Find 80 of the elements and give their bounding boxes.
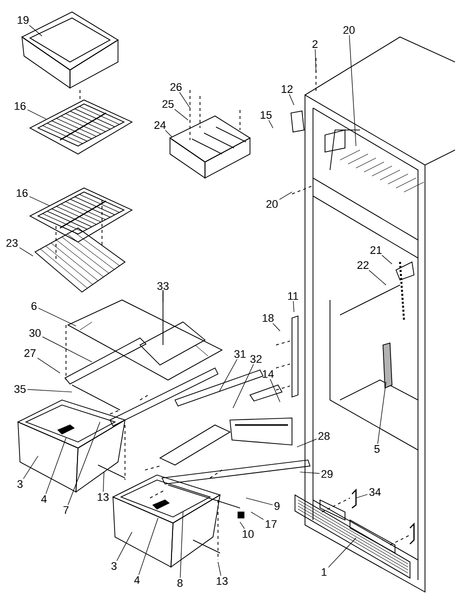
callout-number: 35 [14, 385, 26, 393]
callout-number: 8 [177, 579, 183, 587]
callout-number: 11 [288, 292, 298, 300]
leader-line [68, 422, 100, 506]
callout-number: 24 [154, 121, 166, 129]
leader-line [246, 498, 273, 506]
callout-number: 15 [260, 111, 272, 119]
callout-number: 4 [134, 576, 140, 584]
callout-number: 9 [274, 502, 280, 510]
leader-line [377, 382, 386, 444]
callout-number: 13 [98, 493, 109, 501]
callout-number: 16 [14, 102, 26, 110]
leader-line [138, 518, 158, 576]
leader-line [174, 108, 188, 120]
leader-line [218, 358, 238, 392]
leader-line [102, 472, 104, 492]
leader-line [116, 532, 132, 562]
callout-number: 32 [250, 355, 262, 363]
leader-line [368, 270, 386, 286]
leader-line [164, 130, 172, 138]
leader-line [349, 34, 356, 146]
callout-number: 22 [357, 261, 369, 269]
callout-number: 31 [234, 350, 246, 358]
callout-number: 21 [370, 246, 382, 254]
leader-line [270, 378, 280, 402]
leader-line [250, 512, 264, 520]
callout-number: 33 [157, 282, 169, 290]
callout-number: 3 [17, 480, 23, 488]
callout-number: 10 [242, 530, 254, 538]
leader-line [300, 472, 320, 474]
leader-line [288, 94, 294, 106]
callout-number: 4 [41, 495, 47, 503]
callout-number: 20 [343, 26, 355, 34]
leader-line [268, 120, 274, 128]
leader-line [27, 109, 46, 120]
leader-line [314, 48, 316, 72]
leader-line [232, 364, 254, 408]
callout-number: 28 [318, 432, 330, 440]
callout-number: 29 [321, 470, 333, 478]
leader-line [27, 389, 72, 392]
callout-number: 34 [369, 488, 381, 496]
leader-line [356, 494, 368, 498]
callout-number: 19 [18, 16, 29, 24]
callout-number: 12 [282, 85, 293, 93]
callout-number: 20 [266, 200, 278, 208]
leader-line [162, 290, 164, 302]
leader-line [293, 300, 294, 312]
leader-line [38, 308, 76, 326]
callout-number: 25 [162, 100, 174, 108]
callout-number: 1 [322, 568, 326, 576]
leader-line [272, 322, 280, 332]
callout-number: 14 [262, 370, 274, 378]
callout-number: 13 [216, 577, 228, 585]
leader-line [28, 24, 42, 36]
leader-line [46, 438, 66, 494]
callout-number: 23 [6, 239, 18, 247]
leader-line [218, 562, 222, 576]
leader-line [42, 336, 92, 362]
leader-line [240, 522, 245, 530]
leader-line [23, 456, 38, 480]
callout-number: 5 [374, 445, 380, 453]
callout-number: 17 [266, 520, 277, 528]
leader-line [37, 358, 60, 374]
callout-number: 16 [16, 189, 28, 197]
callout-number: 6 [32, 302, 37, 310]
callout-number: 27 [24, 349, 36, 357]
callout-number: 3 [111, 562, 117, 570]
callout-number: 2 [312, 40, 318, 48]
leader-line [296, 438, 317, 448]
leader-line [328, 538, 356, 568]
leader-line [29, 196, 50, 206]
callout-number: 30 [29, 329, 41, 337]
callout-number: 18 [262, 314, 274, 322]
leader-line [382, 254, 392, 264]
leader-line [180, 512, 184, 578]
leader-line [179, 92, 190, 108]
leader-line [19, 247, 34, 256]
leader-line [279, 192, 292, 200]
callout-number: 26 [170, 83, 182, 91]
callout-number: 7 [64, 506, 68, 514]
